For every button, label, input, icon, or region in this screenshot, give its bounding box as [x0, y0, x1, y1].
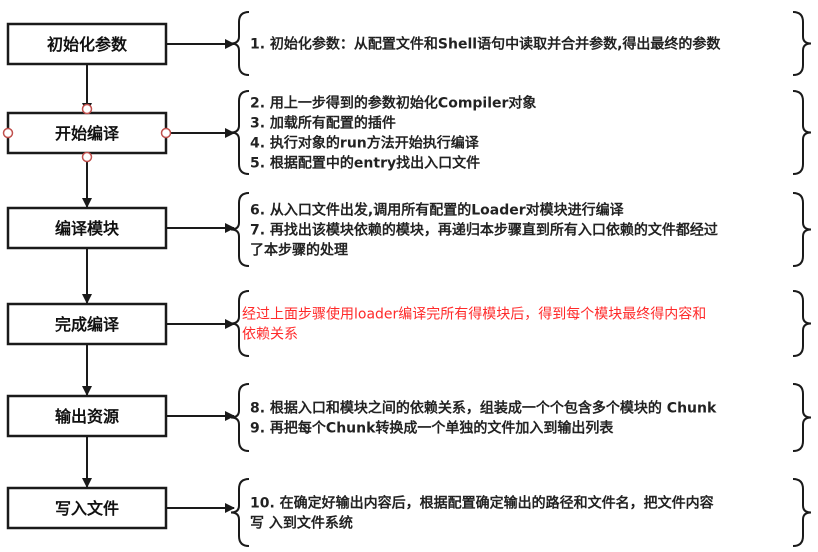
step-box[interactable] — [6, 111, 168, 155]
note-line: 经过上面步骤使用loader编译完所有得模块后，得到每个模块最终得内容和 — [242, 306, 706, 323]
step-label: 初始化参数 — [47, 35, 128, 54]
flow-step: 初始化参数 1. 初始化参数：从配置文件和Shell语句中读取并合并参数,得出最终… — [6, 11, 812, 113]
step-label: 输出资源 — [55, 407, 119, 426]
selection-handle[interactable] — [81, 103, 93, 115]
step-box[interactable] — [6, 486, 168, 530]
left-brace — [230, 290, 250, 357]
note-line: 5. 根据配置中的entry找出入口文件 — [250, 155, 480, 172]
note-line: 了本步骤的处理 — [250, 242, 348, 259]
left-brace — [230, 90, 250, 175]
note-line: 8. 根据入口和模块之间的依赖关系，组装成一个个包含多个模块的 Chunk — [250, 400, 717, 417]
right-brace — [792, 192, 812, 267]
step-box[interactable] — [6, 302, 168, 346]
right-brace — [792, 383, 812, 452]
step-label: 完成编译 — [55, 315, 120, 334]
selection-handle[interactable] — [2, 127, 14, 139]
left-brace — [230, 478, 250, 547]
note-line: 写 入到文件系统 — [250, 515, 353, 532]
right-brace — [792, 90, 812, 175]
right-brace — [792, 290, 812, 357]
step-label: 开始编译 — [55, 124, 120, 143]
note-line: 4. 执行对象的run方法开始执行编译 — [250, 135, 480, 152]
note-line: 10. 在确定好输出内容后，根据配置确定输出的路径和文件名，把文件内容 — [250, 495, 714, 512]
note-line: 6. 从入口文件出发,调用所有配置的Loader对模块进行编译 — [250, 202, 625, 219]
note-line: 3. 加载所有配置的插件 — [250, 115, 396, 132]
step-label: 编译模块 — [55, 219, 120, 238]
flow-step: 编译模块 6. 从入口文件出发,调用所有配置的Loader对模块进行编译 7. 再找… — [6, 192, 812, 304]
flow-step: 完成编译 经过上面步骤使用loader编译完所有得模块后，得到每个模块最终得内容… — [6, 290, 812, 396]
selection-handle[interactable] — [160, 127, 172, 139]
left-brace — [230, 383, 250, 452]
note-line: 7. 再找出该模块依赖的模块，再递归本步骤直到所有入口依赖的文件都经过 — [250, 222, 718, 239]
step-label: 写入文件 — [55, 499, 119, 518]
note-line: 依赖关系 — [242, 327, 298, 343]
flow-step: 输出资源 8. 根据入口和模块之间的依赖关系，组装成一个个包含多个模块的 Chun… — [6, 383, 812, 488]
note-line: 1. 初始化参数：从配置文件和Shell语句中读取并合并参数,得出最终的参数 — [250, 36, 721, 53]
right-brace — [792, 478, 812, 547]
flow-step: 开始编译 2. 用上一步得到的参数初始化Compiler对象 3. 加载所有配置的插… — [6, 90, 812, 208]
selection-handle[interactable] — [81, 151, 93, 163]
note-line: 9. 再把每个Chunk转换成一个单独的文件加入到输出列表 — [250, 420, 614, 437]
flow-step: 写入文件 10. 在确定好输出内容后，根据配置确定输出的路径和文件名，把文件内容… — [6, 478, 812, 547]
right-brace — [792, 11, 812, 76]
note-line: 2. 用上一步得到的参数初始化Compiler对象 — [250, 95, 536, 112]
left-brace — [230, 192, 250, 267]
left-brace — [230, 11, 250, 76]
